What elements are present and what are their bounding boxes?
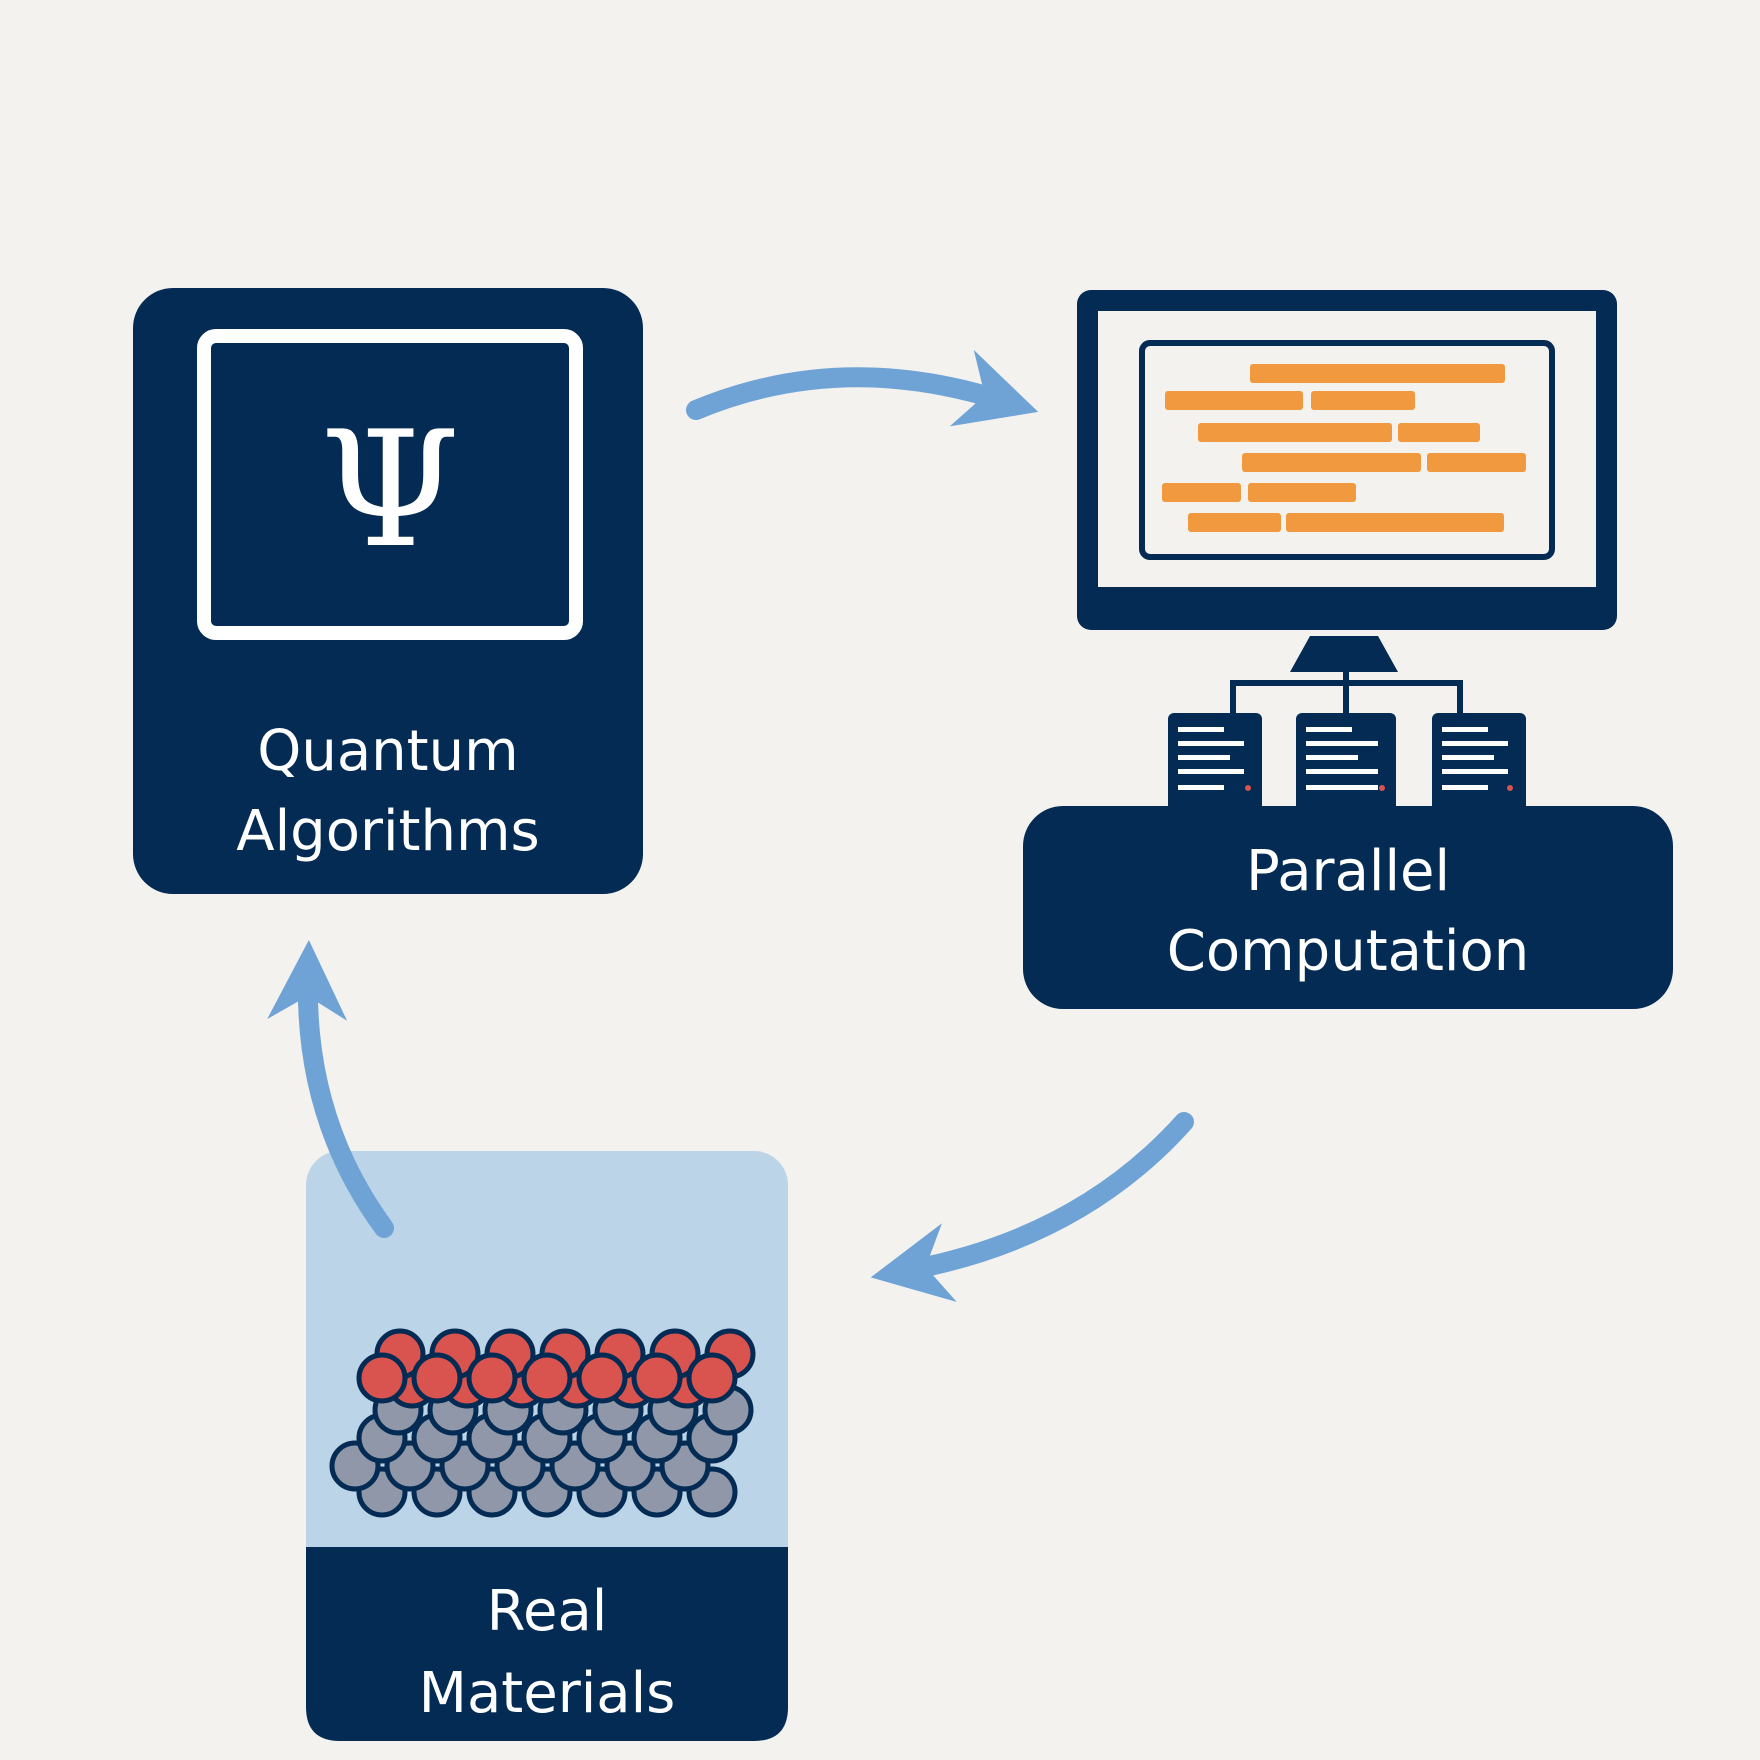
server-rack-icon-2 [1296, 713, 1396, 813]
materials-label-box [306, 1547, 788, 1741]
atom-red [521, 1352, 573, 1404]
atom-red [356, 1352, 408, 1404]
quantum-label-line2: Algorithms [236, 799, 539, 864]
code-lines-icon [1162, 364, 1526, 532]
quantum-screen-frame [197, 329, 583, 640]
psi-symbol-icon: Ψ [320, 396, 460, 583]
materials-label-line1: Real [487, 1579, 608, 1644]
atom-red [686, 1352, 738, 1404]
real-materials-node: Real Materials [306, 1151, 788, 1741]
atom-red [576, 1352, 628, 1404]
computer-monitor-icon [1077, 290, 1617, 672]
atom-red [631, 1352, 683, 1404]
parallel-label-line1: Parallel [1246, 839, 1450, 904]
parallel-computation-node: Parallel Computation [1023, 290, 1673, 1009]
parallel-computation-label-box [1023, 806, 1673, 1009]
arrow-parallel-to-materials [870, 1112, 1194, 1302]
server-rack-icon-1 [1168, 713, 1262, 813]
arrow-quantum-to-parallel [686, 349, 1039, 427]
atom-lattice-icon [329, 1328, 756, 1518]
quantum-algorithms-node: Ψ Quantum Algorithms [133, 288, 643, 894]
server-rack-icon-3 [1432, 713, 1526, 813]
quantum-label-line1: Quantum [257, 719, 518, 784]
parallel-label-line2: Computation [1167, 919, 1530, 984]
materials-label-line2: Materials [419, 1661, 676, 1726]
arrow-materials-to-quantum [267, 940, 394, 1238]
atom-red [466, 1352, 518, 1404]
server-network-lines [1230, 672, 1463, 715]
atom-red [411, 1352, 463, 1404]
